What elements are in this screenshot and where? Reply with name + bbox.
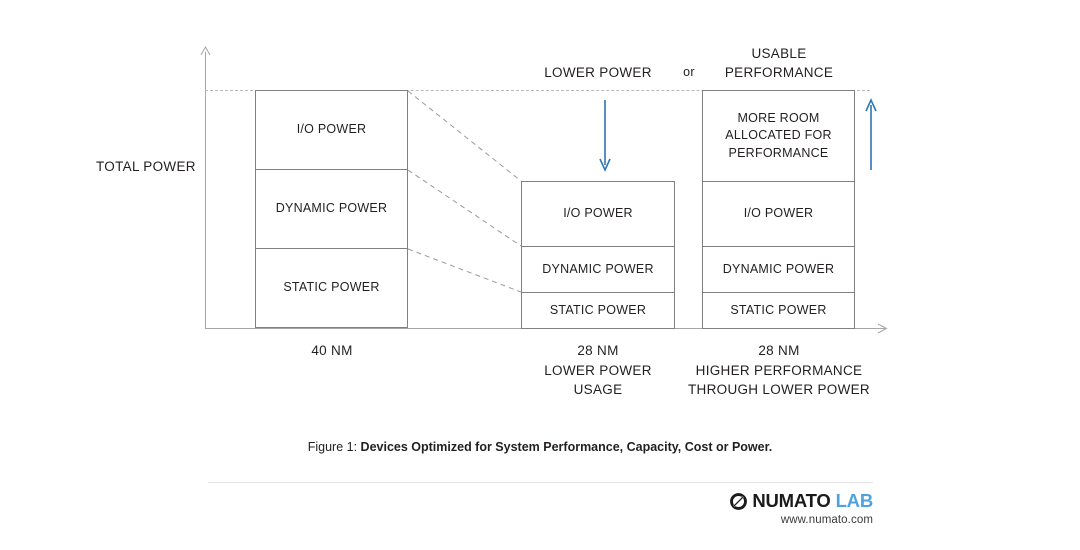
caption-or: or bbox=[683, 65, 695, 79]
figure-caption-title: Devices Optimized for System Performance… bbox=[360, 440, 773, 454]
total-power-reference-line bbox=[205, 90, 870, 91]
bar-28nm-higher-performance-segment-static-power: STATIC POWER bbox=[702, 292, 855, 329]
x-axis-arrowhead-icon bbox=[877, 323, 888, 334]
x-axis-label-28nm-lower-power: 28 NM LOWER POWER USAGE bbox=[544, 343, 652, 398]
brand-url: www.numato.com bbox=[780, 514, 873, 526]
x-axis-label-28nm-higher-performance: 28 NM HIGHER PERFORMANCE THROUGH LOWER P… bbox=[688, 343, 870, 398]
bar-28nm-lower-power-segment-io-power: I/O POWER bbox=[521, 181, 675, 247]
bar-40nm: I/O POWER DYNAMIC POWER STATIC POWER bbox=[255, 90, 408, 329]
y-axis-arrowhead-icon bbox=[200, 46, 211, 56]
y-axis-label: TOTAL POWER bbox=[96, 159, 196, 174]
x-axis-label-40nm: 40 NM bbox=[311, 343, 353, 358]
bar-40nm-segment-dynamic-power: DYNAMIC POWER bbox=[255, 169, 408, 249]
brand-name-secondary: LAB bbox=[835, 490, 874, 511]
dashed-connector-group bbox=[407, 90, 522, 293]
figure-caption: Figure 1: Devices Optimized for System P… bbox=[0, 440, 1080, 454]
numato-logo-mark-icon bbox=[730, 492, 748, 510]
brand-logo: NUMATO LAB bbox=[713, 490, 874, 511]
bar-28nm-lower-power: I/O POWER DYNAMIC POWER STATIC POWER bbox=[521, 181, 675, 329]
usable-performance-up-arrow-icon bbox=[865, 98, 877, 170]
brand-name-primary: NUMATO bbox=[752, 490, 831, 511]
caption-usable-performance: USABLE PERFORMANCE bbox=[724, 46, 834, 81]
footer-divider bbox=[208, 482, 873, 483]
bar-28nm-lower-power-segment-dynamic-power: DYNAMIC POWER bbox=[521, 246, 675, 293]
bar-28nm-higher-performance: MORE ROOM ALLOCATED FOR PERFORMANCE I/O … bbox=[702, 90, 855, 329]
bar-28nm-higher-performance-segment-io-power: I/O POWER bbox=[702, 181, 855, 247]
caption-lower-power: LOWER POWER bbox=[544, 65, 652, 80]
figure-caption-lead: Figure 1: bbox=[307, 440, 361, 454]
bar-40nm-segment-static-power: STATIC POWER bbox=[255, 248, 408, 328]
bar-28nm-lower-power-segment-static-power: STATIC POWER bbox=[521, 292, 675, 329]
bar-40nm-segment-io-power: I/O POWER bbox=[255, 90, 408, 170]
lower-power-down-arrow-icon bbox=[599, 100, 611, 172]
brand-wordmark: NUMATO LAB bbox=[752, 490, 874, 511]
bar-28nm-higher-performance-segment-more-room: MORE ROOM ALLOCATED FOR PERFORMANCE bbox=[702, 90, 855, 182]
y-axis-line bbox=[205, 52, 206, 329]
bar-28nm-higher-performance-segment-dynamic-power: DYNAMIC POWER bbox=[702, 246, 855, 293]
